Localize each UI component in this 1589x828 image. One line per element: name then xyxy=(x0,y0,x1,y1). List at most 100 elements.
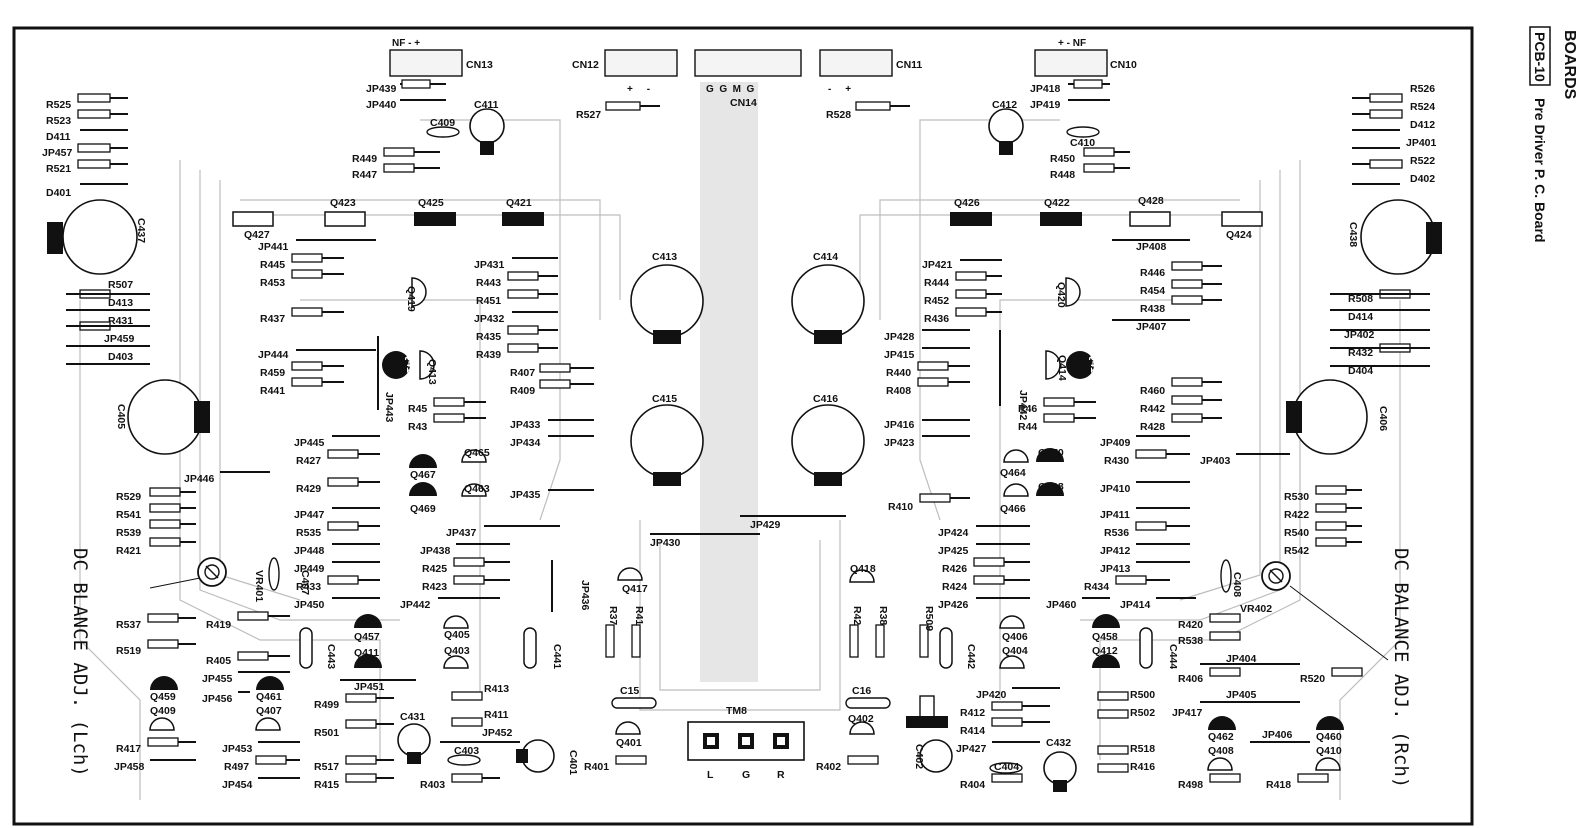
r402-label: R402 xyxy=(816,761,841,773)
c443-label: C443 xyxy=(325,644,337,669)
jp428-label: JP428 xyxy=(884,331,915,343)
jp431-label: JP431 xyxy=(474,259,505,271)
q420-label: Q420 xyxy=(1055,282,1067,308)
cn12-label: CN12 xyxy=(572,59,599,71)
q465-label: Q465 xyxy=(464,447,490,459)
jp439-label: JP439 xyxy=(366,83,397,95)
cn12-connector xyxy=(604,49,678,77)
jp407-label: JP407 xyxy=(1136,321,1167,333)
top-left-group: JP439 JP440 C411 C409 R449 R447 R527 xyxy=(352,79,660,181)
r433-label: R433 xyxy=(296,581,321,593)
r540-label: R540 xyxy=(1284,527,1309,539)
q411-label: Q411 xyxy=(354,647,379,659)
jp426-label: JP426 xyxy=(938,599,969,611)
r436-label: R436 xyxy=(924,313,949,325)
q426-label: Q426 xyxy=(954,197,980,209)
q459-label: Q459 xyxy=(150,691,176,703)
c431-label: C431 xyxy=(400,711,425,723)
tm8-pin-r: R xyxy=(777,769,785,781)
c432-label: C432 xyxy=(1046,737,1071,749)
q428-label: Q428 xyxy=(1138,195,1164,207)
r453-label: R453 xyxy=(260,277,285,289)
col-r1: JP408 R446 R454 R438 JP407 R460 R442 R42… xyxy=(1112,239,1222,433)
q421-label: Q421 xyxy=(506,197,532,209)
q405-label: Q405 xyxy=(444,629,470,641)
r509-label: R509 xyxy=(923,606,935,631)
r440-label: R440 xyxy=(886,367,911,379)
cn13-connector xyxy=(389,49,463,77)
jp413-label: JP413 xyxy=(1100,563,1131,575)
cn13-pins: NF - + xyxy=(392,38,420,49)
c416-label: C416 xyxy=(813,393,838,405)
c441-label: C441 xyxy=(551,644,563,669)
tm8-pin-g: G xyxy=(742,769,750,781)
lower-right: JP409 R430 Q470 Q464 Q468 Q466 JP410 R41… xyxy=(888,435,1362,611)
r38-label: R38 xyxy=(877,606,889,625)
jp425-label: JP425 xyxy=(938,545,969,557)
r45-label: R45 xyxy=(408,403,427,415)
q462-label: Q462 xyxy=(1208,731,1234,743)
q463-label: Q463 xyxy=(464,483,490,495)
q-row-right: Q426 Q422 Q428 Q424 xyxy=(950,195,1263,241)
jp434-label: JP434 xyxy=(510,437,541,449)
r497-label: R497 xyxy=(224,761,249,773)
jp444-label: JP444 xyxy=(258,349,289,361)
r449-label: R449 xyxy=(352,153,377,165)
r536-label: R536 xyxy=(1104,527,1129,539)
c402-label: C402 xyxy=(913,744,925,769)
board-name: Pre Driver P. C. Board xyxy=(1532,98,1548,242)
jp452-label: JP452 xyxy=(482,727,513,739)
r409-label: R409 xyxy=(510,385,535,397)
r46-label: R46 xyxy=(1018,403,1037,415)
jp432-label: JP432 xyxy=(474,313,505,325)
r518-label: R518 xyxy=(1130,743,1155,755)
q-mid-left: Q419 Q415 Q413 JP443 R45 R43 JP433 JP434 xyxy=(377,277,594,449)
r519-label: R519 xyxy=(116,645,141,657)
r420-label: R420 xyxy=(1178,619,1203,631)
bottom-left: R537 R419 R519 R405 JP455 JP456 Q459 Q40… xyxy=(114,611,579,791)
r521-label: R521 xyxy=(46,163,71,175)
jp423-label: JP423 xyxy=(884,437,915,449)
r434-label: R434 xyxy=(1084,581,1109,593)
r523-label: R523 xyxy=(46,115,71,127)
q467-label: Q467 xyxy=(410,469,436,481)
r499-label: R499 xyxy=(314,699,339,711)
r450-label: R450 xyxy=(1050,153,1075,165)
cn10-connector xyxy=(1034,49,1108,77)
r414-label: R414 xyxy=(960,725,985,737)
jp411-label: JP411 xyxy=(1100,509,1130,521)
jp401-label: JP401 xyxy=(1406,137,1437,149)
q415-label: Q415 xyxy=(404,353,416,379)
r411-label: R411 xyxy=(484,709,509,721)
r451-label: R451 xyxy=(476,295,501,307)
q412-label: Q412 xyxy=(1092,645,1118,657)
vr401-label: VR401 xyxy=(253,570,265,602)
col-l1: JP441 R445 R453 R437 JP444 R459 R441 xyxy=(258,239,376,397)
jp410-label: JP410 xyxy=(1100,483,1131,495)
right-adjust-annotation: DC BALANCE ADJ. (Rch) xyxy=(1390,548,1412,788)
vr402-label: VR402 xyxy=(1240,603,1272,615)
jp416-label: JP416 xyxy=(884,419,915,431)
r500-label: R500 xyxy=(1130,689,1155,701)
r542-label: R542 xyxy=(1284,545,1309,557)
q460-label: Q460 xyxy=(1316,731,1342,743)
q419-label: Q419 xyxy=(405,286,417,312)
jp415-label: JP415 xyxy=(884,349,915,361)
cn14-label: CN14 xyxy=(730,97,757,109)
d403-label: D403 xyxy=(108,351,133,363)
r419-label: R419 xyxy=(206,619,231,631)
jp408-label: JP408 xyxy=(1136,241,1167,253)
c16-label: C16 xyxy=(852,685,871,697)
r412-label: R412 xyxy=(960,707,985,719)
jp436-label: JP436 xyxy=(579,580,591,611)
r423-label: R423 xyxy=(422,581,447,593)
r538-label: R538 xyxy=(1178,635,1203,647)
r417-label: R417 xyxy=(116,743,141,755)
r404-label: R404 xyxy=(960,779,985,791)
c412-label: C412 xyxy=(992,99,1017,111)
q-mid-right: Q420 Q414 Q416 JP442 R46 R44 JP416 JP423 xyxy=(884,277,1100,449)
q413-label: Q413 xyxy=(426,359,438,385)
r435-label: R435 xyxy=(476,331,501,343)
r431-label: R431 xyxy=(108,315,133,327)
q408-label: Q408 xyxy=(1208,745,1234,757)
